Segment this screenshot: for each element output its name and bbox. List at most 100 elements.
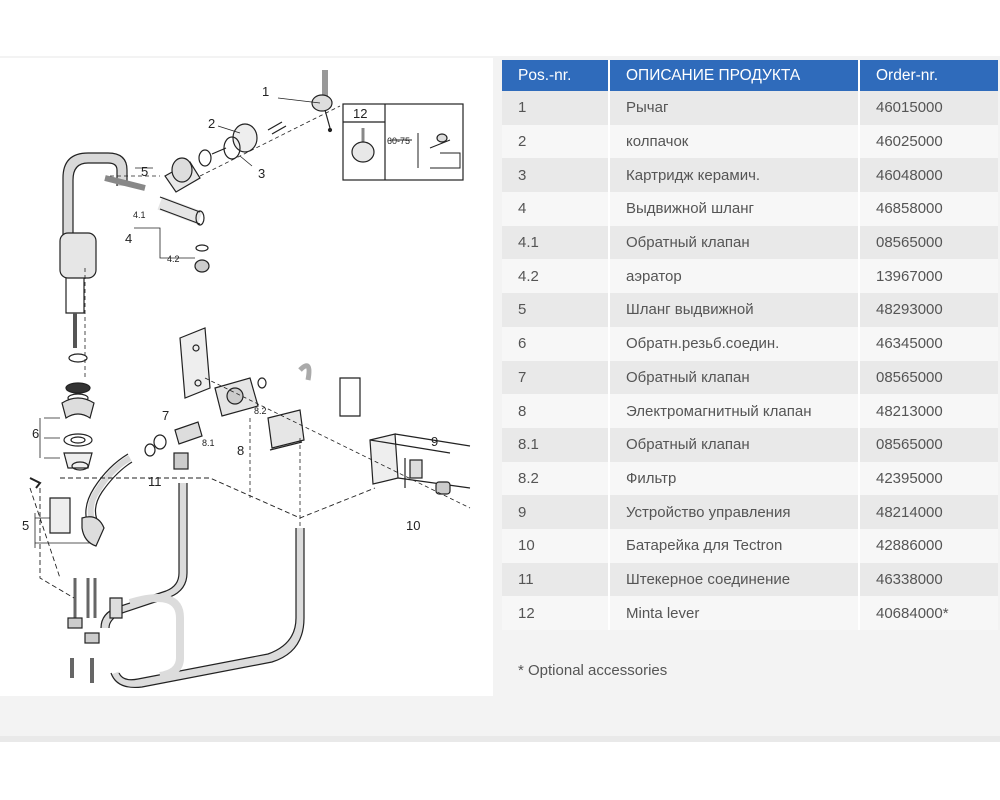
cell-description: Обратный клапан [608, 225, 859, 260]
cell-order: 48293000 [858, 293, 998, 327]
footnote: * Optional accessories [518, 662, 668, 679]
mounting-plate [179, 327, 211, 399]
cell-pos: 8 [502, 394, 609, 428]
cell-pos: 1 [502, 91, 609, 125]
cell-pos: 12 [502, 596, 609, 630]
cell-pos: 7 [502, 360, 609, 395]
header-description: ОПИСАНИЕ ПРОДУКТА [608, 60, 859, 91]
cell-description: Обратный клапан [608, 360, 859, 395]
cell-order: 46048000 [858, 158, 998, 193]
angle-valve [73, 578, 97, 618]
cell-order: 08565000 [858, 427, 998, 462]
header-order: Order-nr. [858, 60, 998, 91]
cell-pos: 9 [502, 495, 609, 529]
cell-order: 42886000 [858, 528, 998, 563]
o-ring [68, 353, 88, 363]
cell-description: аэратор [608, 259, 859, 294]
label-8-1: 8.1 [202, 438, 215, 448]
label-5-top: 5 [141, 164, 148, 179]
label-8-2: 8.2 [254, 406, 267, 416]
cell-pos: 3 [502, 158, 609, 193]
cell-description: Штекерное соединение [608, 562, 859, 597]
cell-pos: 8.1 [502, 427, 609, 462]
cell-pos: 8.2 [502, 461, 609, 496]
label-4-2: 4.2 [167, 254, 180, 264]
label-5-bottom: 5 [22, 518, 29, 533]
cell-pos: 4 [502, 192, 609, 226]
control-unit [267, 409, 305, 449]
faucet-spout [63, 153, 127, 268]
label-dimension: 60-75 [387, 136, 410, 146]
cell-description: Электромагнитный клапан [608, 394, 859, 428]
cell-order: 46015000 [858, 91, 998, 125]
faucet-body [59, 232, 97, 279]
battery-box [369, 433, 399, 485]
label-11: 11 [148, 474, 162, 489]
plug-connector [173, 452, 189, 470]
cell-pos: 2 [502, 124, 609, 159]
header-pos: Pos.-nr. [502, 60, 609, 91]
cell-description: Обратн.резьб.соедин. [608, 326, 859, 361]
cell-order: 46858000 [858, 192, 998, 226]
label-6: 6 [32, 426, 39, 441]
cell-order: 13967000 [858, 259, 998, 294]
cell-description: Фильтр [608, 461, 859, 496]
cell-pos: 6 [502, 326, 609, 361]
table-header-row: Pos.-nr. ОПИСАНИЕ ПРОДУКТА Order-nr. [502, 60, 998, 91]
cell-order: 42395000 [858, 461, 998, 496]
label-12: 12 [353, 106, 367, 121]
cap [232, 123, 258, 153]
label-4: 4 [125, 231, 132, 246]
label-2: 2 [208, 116, 215, 131]
cell-order: 08565000 [858, 360, 998, 395]
cell-description: Обратный клапан [608, 427, 859, 462]
cell-description: Батарейка для Tectron [608, 528, 859, 563]
cell-description: Рычаг [608, 91, 859, 125]
diagram-svg: 1 2 3 4 4.1 4.2 5 5 6 7 8 8.1 8.2 9 10 1… [22, 70, 471, 689]
cell-order: 46345000 [858, 326, 998, 361]
check-valve-7 [174, 421, 203, 445]
cell-description: колпачок [608, 124, 859, 159]
cell-pos: 4.1 [502, 225, 609, 260]
aerator [194, 259, 210, 273]
cell-order: 48213000 [858, 394, 998, 428]
exploded-diagram: 1 2 3 4 4.1 4.2 5 5 6 7 8 8.1 8.2 9 10 1… [0, 58, 493, 696]
cell-description: Minta lever [608, 596, 859, 630]
cell-order: 08565000 [858, 225, 998, 260]
label-3: 3 [258, 166, 265, 181]
cell-order: 46338000 [858, 562, 998, 597]
label-7: 7 [162, 408, 169, 423]
cell-pos: 4.2 [502, 259, 609, 294]
cell-pos: 11 [502, 562, 609, 597]
cell-description: Выдвижной шланг [608, 192, 859, 226]
top-strip [0, 0, 1000, 56]
cell-order: 48214000 [858, 495, 998, 529]
cell-order: 40684000* [858, 596, 998, 630]
cell-order: 46025000 [858, 124, 998, 159]
bottom-strip [0, 736, 1000, 800]
cell-description: Устройство управления [608, 495, 859, 529]
label-1: 1 [262, 84, 269, 99]
label-4-1: 4.1 [133, 210, 146, 220]
cell-pos: 10 [502, 528, 609, 563]
cell-description: Картридж керамич. [608, 158, 859, 193]
cell-pos: 5 [502, 293, 609, 327]
label-9: 9 [431, 434, 438, 449]
